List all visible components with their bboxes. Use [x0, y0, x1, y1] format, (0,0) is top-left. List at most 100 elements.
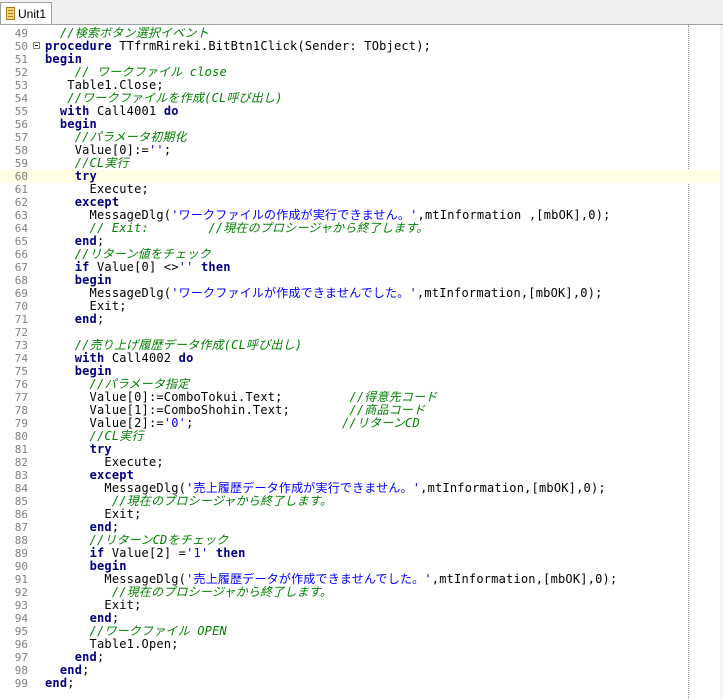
- line-number: 62: [14, 196, 28, 209]
- code-line[interactable]: 85 //現在のプロシージャから終了します。: [0, 495, 723, 509]
- code-line[interactable]: 98 end;: [0, 664, 723, 678]
- text-token: ;: [67, 676, 75, 690]
- string-token: 'ワークファイルが作成できませんでした。': [171, 286, 417, 300]
- code-line[interactable]: 56 begin: [0, 118, 723, 132]
- fold-toggle-icon[interactable]: [33, 42, 40, 49]
- code-line[interactable]: 80 //CL実行: [0, 430, 723, 444]
- code-line[interactable]: 57 //パラメータ初期化: [0, 131, 723, 145]
- text-token: [45, 546, 90, 560]
- line-number: 84: [14, 482, 28, 495]
- line-number: 74: [14, 352, 28, 365]
- code-line[interactable]: 54 //ワークファイルを作成(CL呼び出し): [0, 92, 723, 106]
- code-line[interactable]: 71 end;: [0, 312, 723, 327]
- text-token: [208, 546, 215, 560]
- code-line[interactable]: 68 begin: [0, 273, 723, 288]
- code-line[interactable]: 69 MessageDlg('ワークファイルが作成できませんでした。',mtIn…: [0, 286, 723, 301]
- code-line[interactable]: 88 //リターンCDをチェック: [0, 534, 723, 548]
- code-text: //ワークファイルを作成(CL呼び出し): [45, 92, 283, 105]
- text-token: TTfrmRireki.BitBtn1Click(Sender: TObject…: [111, 39, 432, 53]
- code-line[interactable]: 70 Exit;: [0, 300, 723, 314]
- code-text: if Value[0] <>'' then: [45, 261, 231, 274]
- line-number: 94: [14, 612, 28, 625]
- code-line[interactable]: 52 // ワークファイル close: [0, 65, 723, 80]
- code-text: //検索ボタン選択イベント: [45, 27, 209, 40]
- code-line[interactable]: 95 //ワークファイル OPEN: [0, 624, 723, 639]
- code-line[interactable]: 82 Execute;: [0, 456, 723, 470]
- text-token: Value[0]:=: [45, 143, 149, 157]
- code-line[interactable]: 66 //リターン値をチェック: [0, 248, 723, 262]
- comment-token: //商品コード: [349, 403, 426, 417]
- code-line[interactable]: 86 Exit;: [0, 507, 723, 522]
- line-number: 68: [14, 274, 28, 287]
- code-line[interactable]: 65 end;: [0, 234, 723, 249]
- keyword-token: begin: [74, 273, 112, 287]
- code-line[interactable]: 78 Value[1]:=ComboShohin.Text; //商品コード: [0, 403, 723, 418]
- keyword-token: begin: [89, 559, 127, 573]
- code-line[interactable]: 92 //現在のプロシージャから終了します。: [0, 586, 723, 600]
- code-line[interactable]: 77 Value[0]:=ComboTokui.Text; //得意先コード: [0, 390, 723, 405]
- tab-label: Unit1: [18, 6, 47, 21]
- code-line[interactable]: 93 Exit;: [0, 599, 723, 613]
- code-line[interactable]: 81 try: [0, 443, 723, 457]
- text-token: Value[0] <>: [89, 260, 179, 274]
- code-line[interactable]: 90 begin: [0, 559, 723, 574]
- code-line[interactable]: 53 Table1.Close;: [0, 79, 723, 93]
- text-token: Call4002: [104, 351, 179, 365]
- code-text: //現在のプロシージャから終了します。: [45, 495, 332, 508]
- line-number: 75: [14, 365, 28, 378]
- code-line[interactable]: 96 Table1.Open;: [0, 638, 723, 652]
- code-line[interactable]: 74 with Call4002 do: [0, 351, 723, 366]
- code-line[interactable]: 89 if Value[2] ='1' then: [0, 547, 723, 561]
- code-line[interactable]: 75 begin: [0, 365, 723, 379]
- tab-unit1[interactable]: Unit1: [0, 2, 53, 24]
- code-line[interactable]: 49 //検索ボタン選択イベント: [0, 27, 723, 41]
- line-number: 89: [14, 547, 28, 560]
- line-number: 60: [14, 170, 28, 183]
- code-line[interactable]: 87 end;: [0, 520, 723, 535]
- text-token: ;: [96, 312, 105, 326]
- code-line[interactable]: 76 //パラメータ指定: [0, 378, 723, 392]
- comment-token: // ワークファイル close: [45, 65, 227, 79]
- code-line[interactable]: 63 MessageDlg('ワークファイルの作成が実行できません。',mtIn…: [0, 209, 723, 223]
- comment-token: //得意先コード: [349, 390, 438, 404]
- code-line[interactable]: 94 end;: [0, 612, 723, 626]
- code-text: procedure TTfrmRireki.BitBtn1Click(Sende…: [45, 40, 431, 53]
- code-line[interactable]: 72: [0, 326, 723, 339]
- code-line[interactable]: 59 //CL実行: [0, 157, 723, 171]
- keyword-token: except: [74, 195, 120, 209]
- text-token: Exit;: [45, 507, 142, 521]
- text-token: ;: [96, 234, 105, 248]
- comment-token: //ワークファイル OPEN: [45, 624, 227, 638]
- code-line[interactable]: 58 Value[0]:='';: [0, 143, 723, 158]
- code-text: begin: [45, 53, 82, 66]
- string-token: '売上履歴データ作成が実行できません。': [186, 481, 421, 495]
- line-number: 96: [14, 638, 28, 651]
- code-text: try: [45, 443, 112, 456]
- code-line[interactable]: 83 except: [0, 469, 723, 483]
- code-line[interactable]: 55 with Call4001 do: [0, 104, 723, 119]
- code-text: //パラメータ指定: [45, 378, 190, 391]
- code-line[interactable]: 67 if Value[0] <>'' then: [0, 261, 723, 275]
- code-line[interactable]: 60 try: [0, 170, 723, 183]
- code-line[interactable]: 62 except: [0, 195, 723, 210]
- code-line[interactable]: 73 //売り上げ履歴データ作成(CL呼び出し): [0, 339, 723, 353]
- code-line[interactable]: 64 // Exit: //現在のプロシージャから終了します。: [0, 222, 723, 236]
- code-line[interactable]: 61 Execute;: [0, 183, 723, 197]
- code-text: end;: [45, 312, 105, 326]
- code-line[interactable]: 97 end;: [0, 651, 723, 665]
- vertical-scrollbar-edge[interactable]: [720, 25, 723, 699]
- text-token: Call4001: [89, 104, 164, 118]
- code-line[interactable]: 84 MessageDlg('売上履歴データ作成が実行できません。',mtInf…: [0, 481, 723, 496]
- code-line[interactable]: 79 Value[2]:='0'; //リターンCD: [0, 417, 723, 431]
- keyword-token: end: [89, 520, 112, 534]
- code-text: if Value[2] ='1' then: [45, 547, 246, 560]
- code-text: try: [45, 170, 97, 183]
- keyword-token: do: [178, 351, 194, 365]
- code-line[interactable]: 91 MessageDlg('売上履歴データが作成できませんでした。',mtIn…: [0, 573, 723, 587]
- line-number: 70: [14, 300, 28, 313]
- keyword-token: begin: [45, 52, 83, 66]
